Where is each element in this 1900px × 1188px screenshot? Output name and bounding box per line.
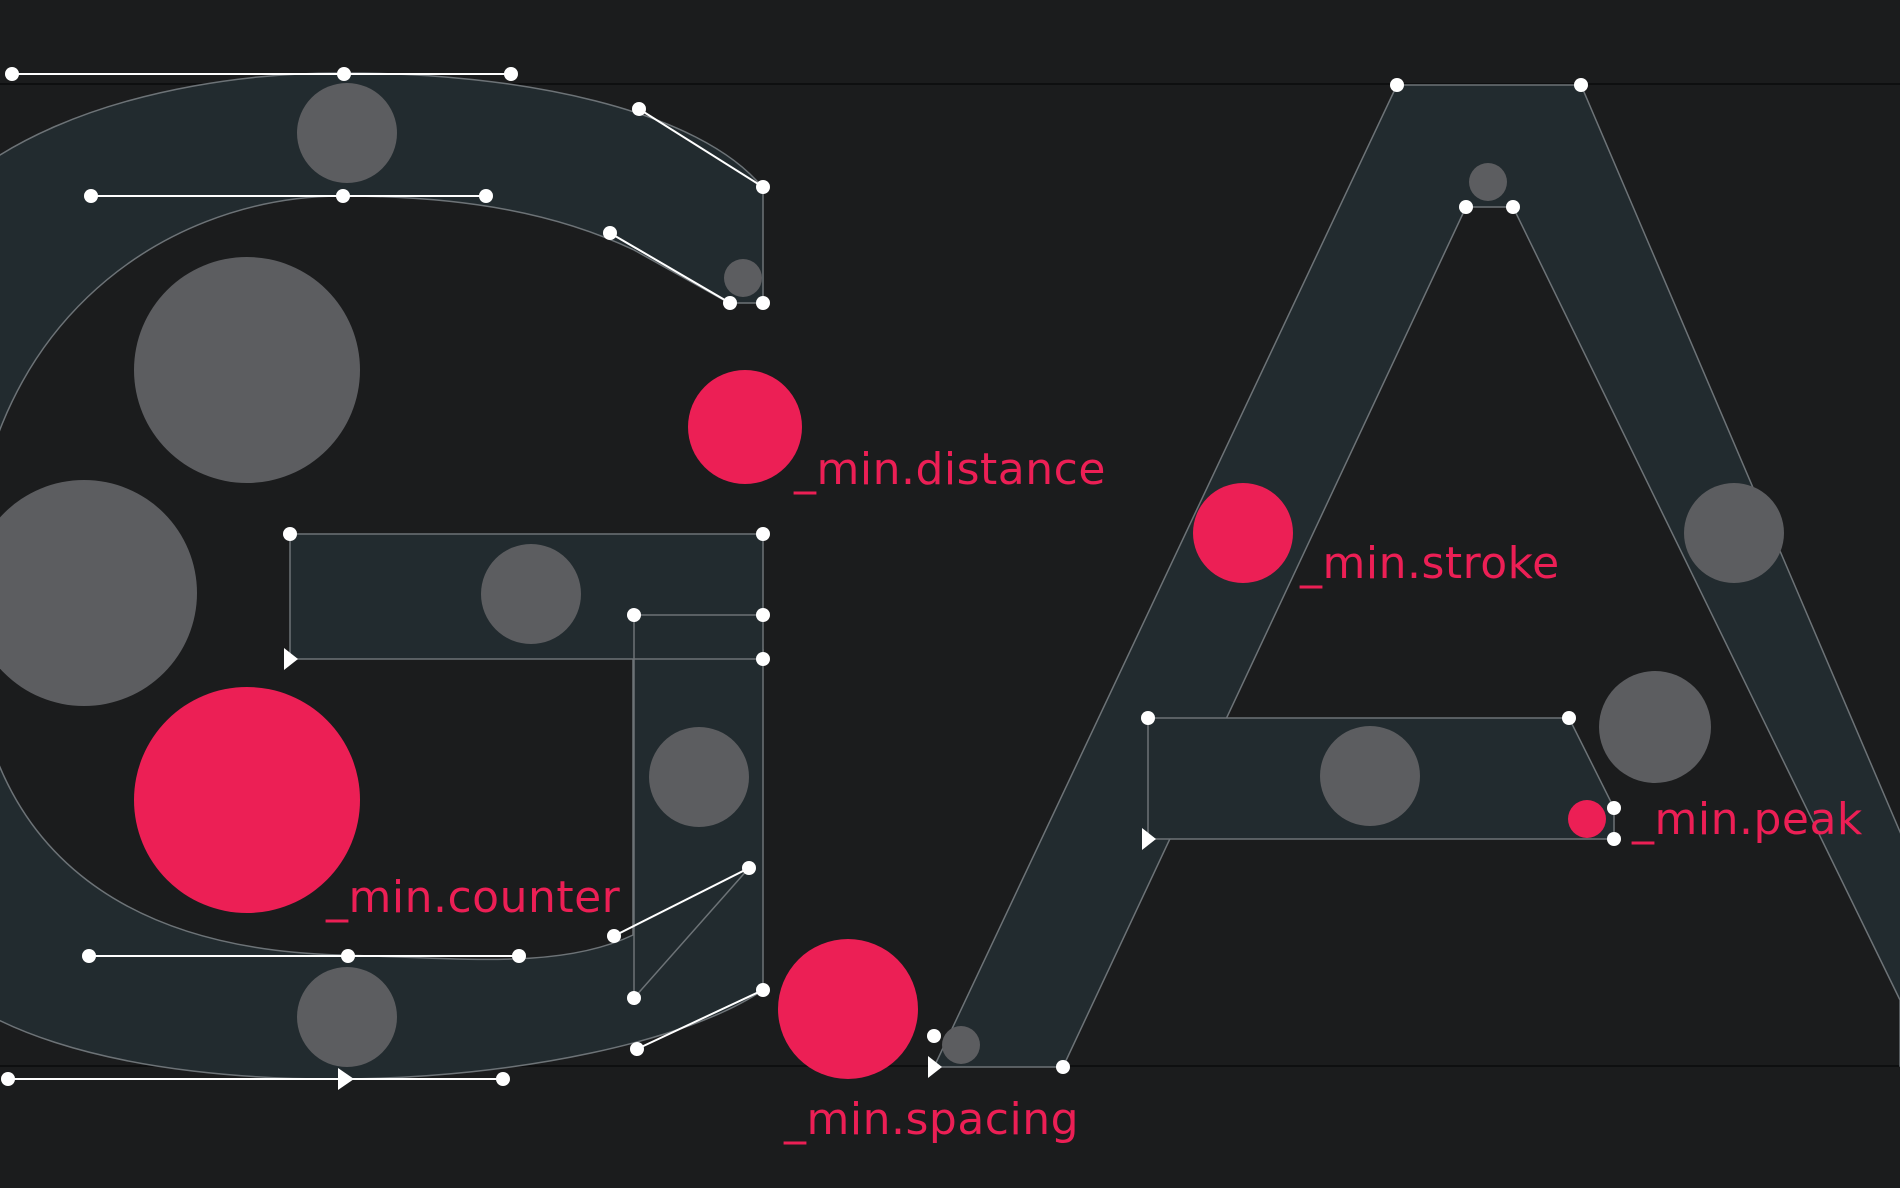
g-start-markers bbox=[284, 648, 354, 1090]
min-stroke-circle bbox=[1193, 483, 1293, 583]
min-counter-circle bbox=[134, 687, 360, 913]
letter-g bbox=[0, 67, 770, 1090]
a-measure-circles bbox=[942, 163, 1784, 1064]
g-handles bbox=[8, 73, 764, 1080]
min-spacing-label: _min.spacing bbox=[783, 1094, 1079, 1145]
min-peak-circle bbox=[1568, 800, 1606, 838]
g-bowl bbox=[0, 72, 764, 1080]
a-handle-points[interactable] bbox=[927, 78, 1621, 1074]
letter-a bbox=[927, 78, 1900, 1078]
g-spur-outline bbox=[613, 614, 763, 999]
g-handle-points[interactable] bbox=[1, 67, 770, 1086]
min-peak-label: _min.peak bbox=[1631, 794, 1863, 845]
min-distance-label: _min.distance bbox=[793, 444, 1106, 495]
g-measure-circles bbox=[0, 83, 762, 1067]
min-counter-label: _min.counter bbox=[325, 872, 621, 923]
min-distance-circle bbox=[688, 370, 802, 484]
a-start-markers bbox=[928, 828, 1156, 1078]
min-markers bbox=[134, 370, 1606, 1079]
min-stroke-label: _min.stroke bbox=[1299, 538, 1560, 589]
min-spacing-circle bbox=[778, 939, 918, 1079]
